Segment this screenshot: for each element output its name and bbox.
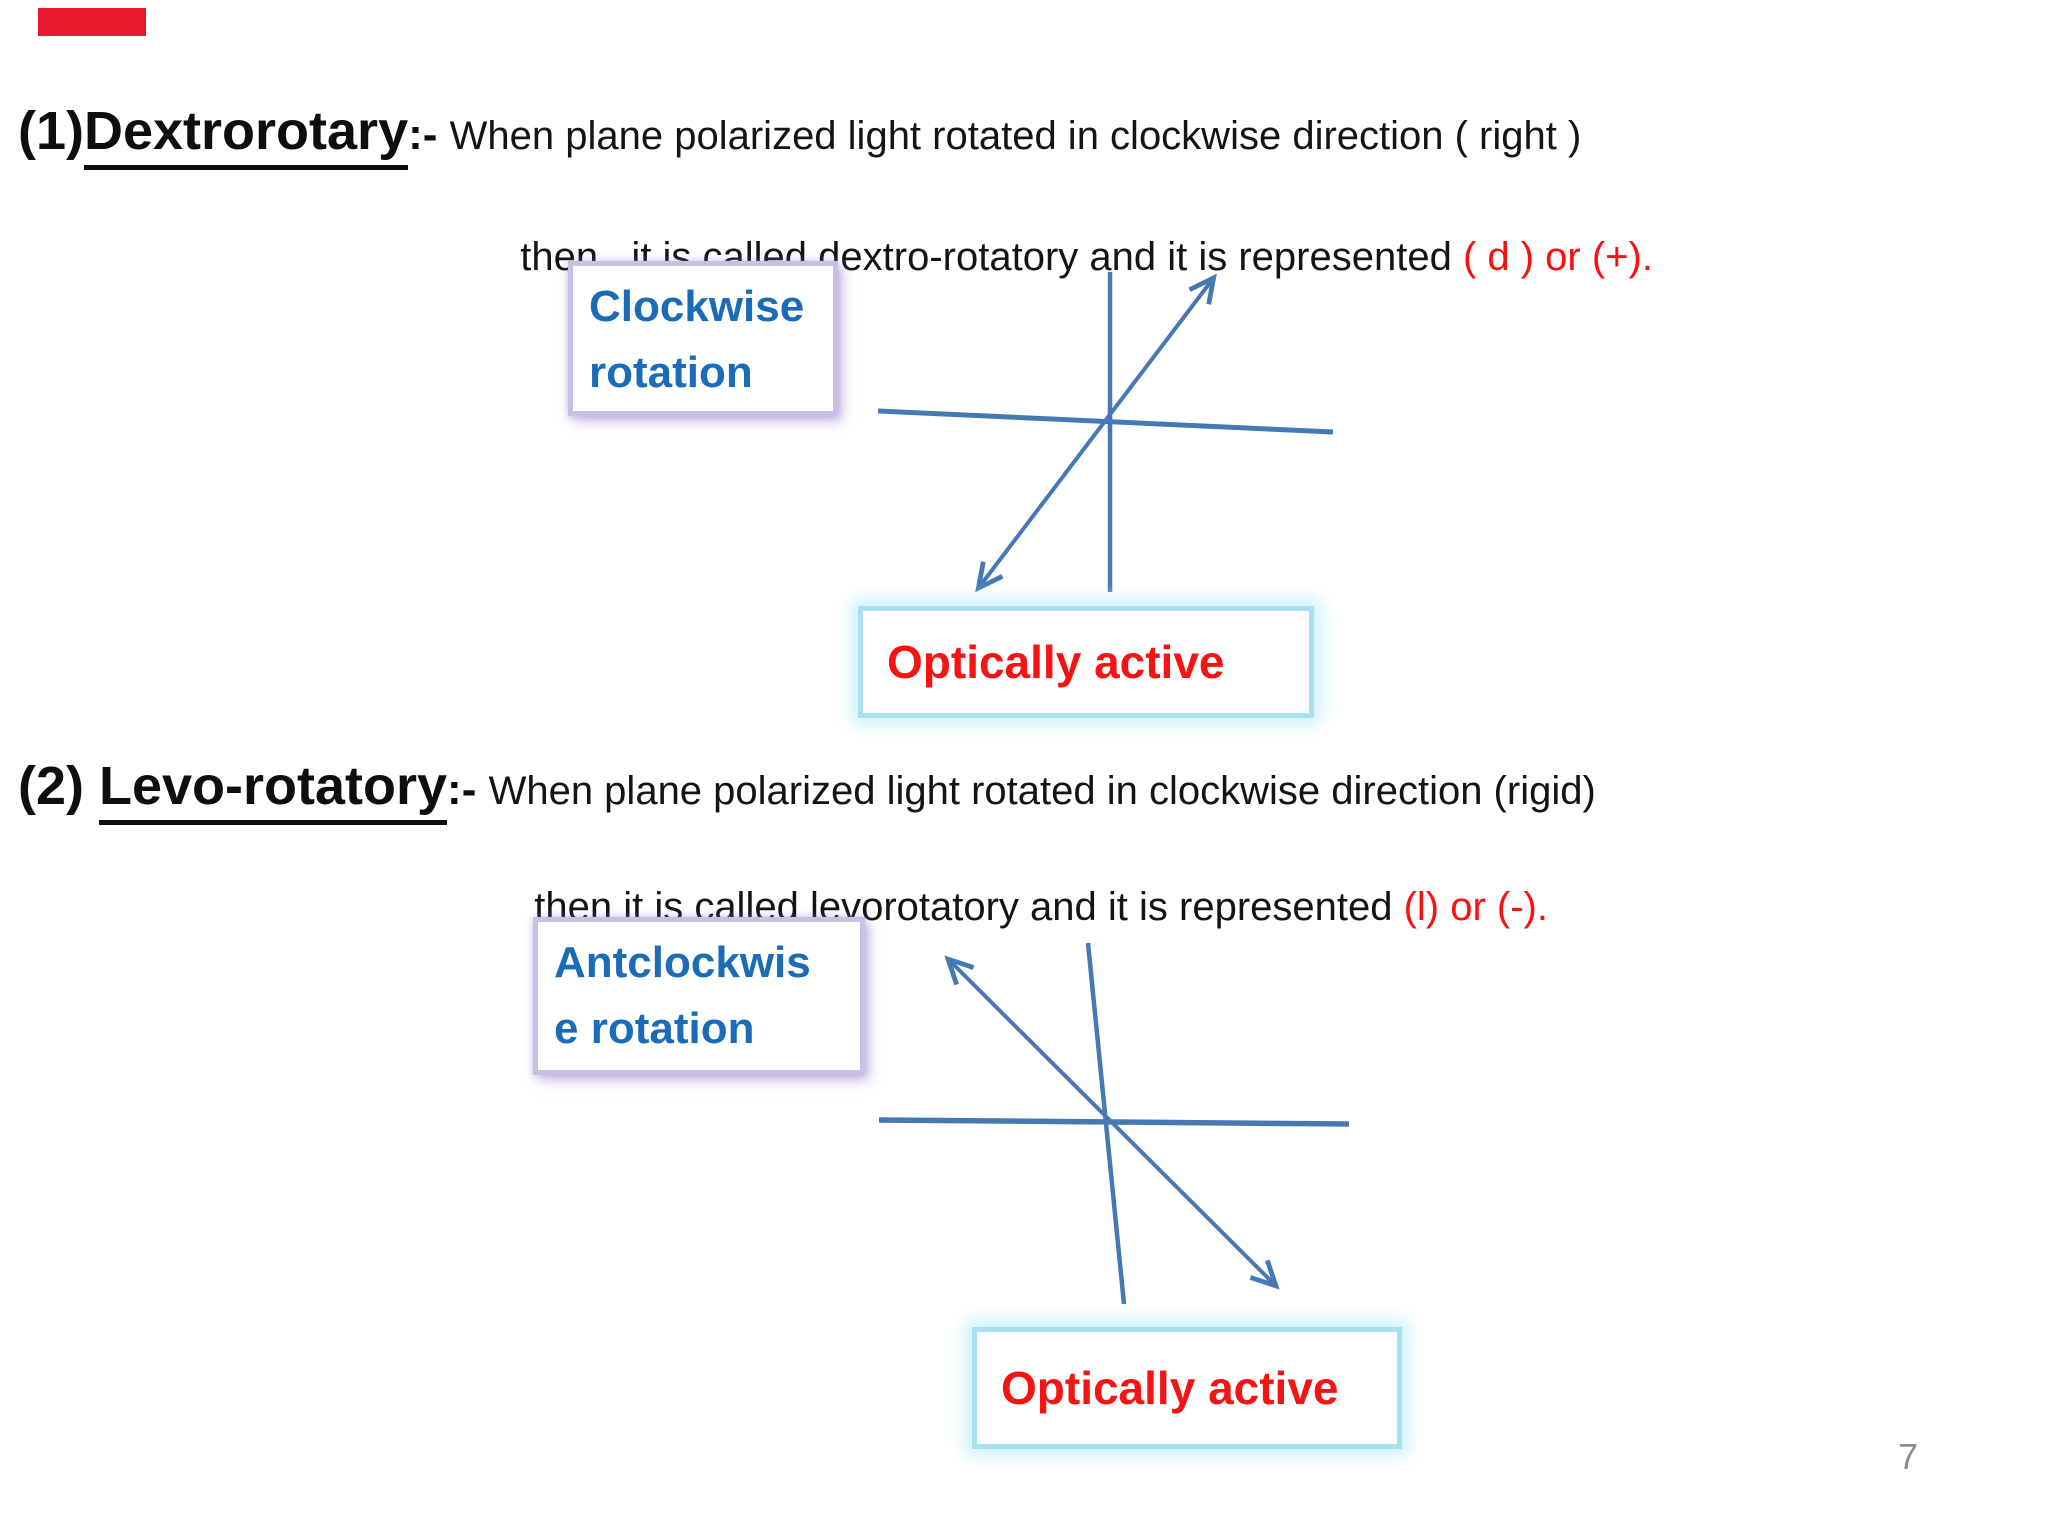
clockwise-label-line1: Clockwise — [589, 282, 805, 331]
page-number: 7 — [1898, 1436, 1919, 1477]
anticlockwise-label-line2: e rotation — [554, 1004, 755, 1053]
clockwise-rotation-diagram — [877, 272, 1334, 593]
section1-heading-term: Dextrorotary — [84, 100, 409, 170]
optically-active-label-2: Optically active — [1001, 1362, 1339, 1414]
section2-heading-row: (2) Levo-rotatory:- When plane polarized… — [18, 755, 1596, 825]
rotated-plane-double-arrow — [975, 273, 1217, 593]
section2-heading-term: Levo-rotatory — [99, 755, 448, 825]
rotated-plane-double-arrow — [944, 955, 1280, 1290]
red-accent-bar — [38, 8, 146, 36]
section1-line1: When plane polarized light rotated in cl… — [449, 114, 1582, 158]
optically-active-label-1: Optically active — [887, 636, 1225, 688]
optically-active-box-1: Optically active — [858, 606, 1314, 718]
anticlockwise-rotation-label-box: Antclockwis e rotation — [533, 917, 865, 1075]
section2-line1: When plane polarized light rotated in cl… — [488, 769, 1596, 813]
section1-heading-prefix: (1) — [18, 101, 84, 161]
anticlockwise-rotation-diagram — [878, 942, 1350, 1305]
section2-heading-colon: :- — [447, 765, 489, 814]
clockwise-rotation-label-box: Clockwise rotation — [568, 261, 838, 416]
section2-line2-red: (l) or (-). — [1403, 885, 1548, 929]
clockwise-label-line2: rotation — [589, 348, 753, 397]
section1-heading-colon: :- — [408, 110, 450, 159]
anticlockwise-label-line1: Antclockwis — [554, 938, 811, 987]
section2-heading-prefix: (2) — [18, 756, 99, 816]
section1-line2: then it is called dextro-rotatory and it… — [498, 190, 1653, 280]
optically-active-box-2: Optically active — [972, 1327, 1402, 1449]
section1-heading-row: (1)Dextrorotary:- When plane polarized l… — [18, 100, 1581, 170]
section1-line2-black: then it is called dextro-rotatory and it… — [520, 235, 1463, 279]
section1-line2-red: ( d ) or (+). — [1462, 235, 1653, 279]
